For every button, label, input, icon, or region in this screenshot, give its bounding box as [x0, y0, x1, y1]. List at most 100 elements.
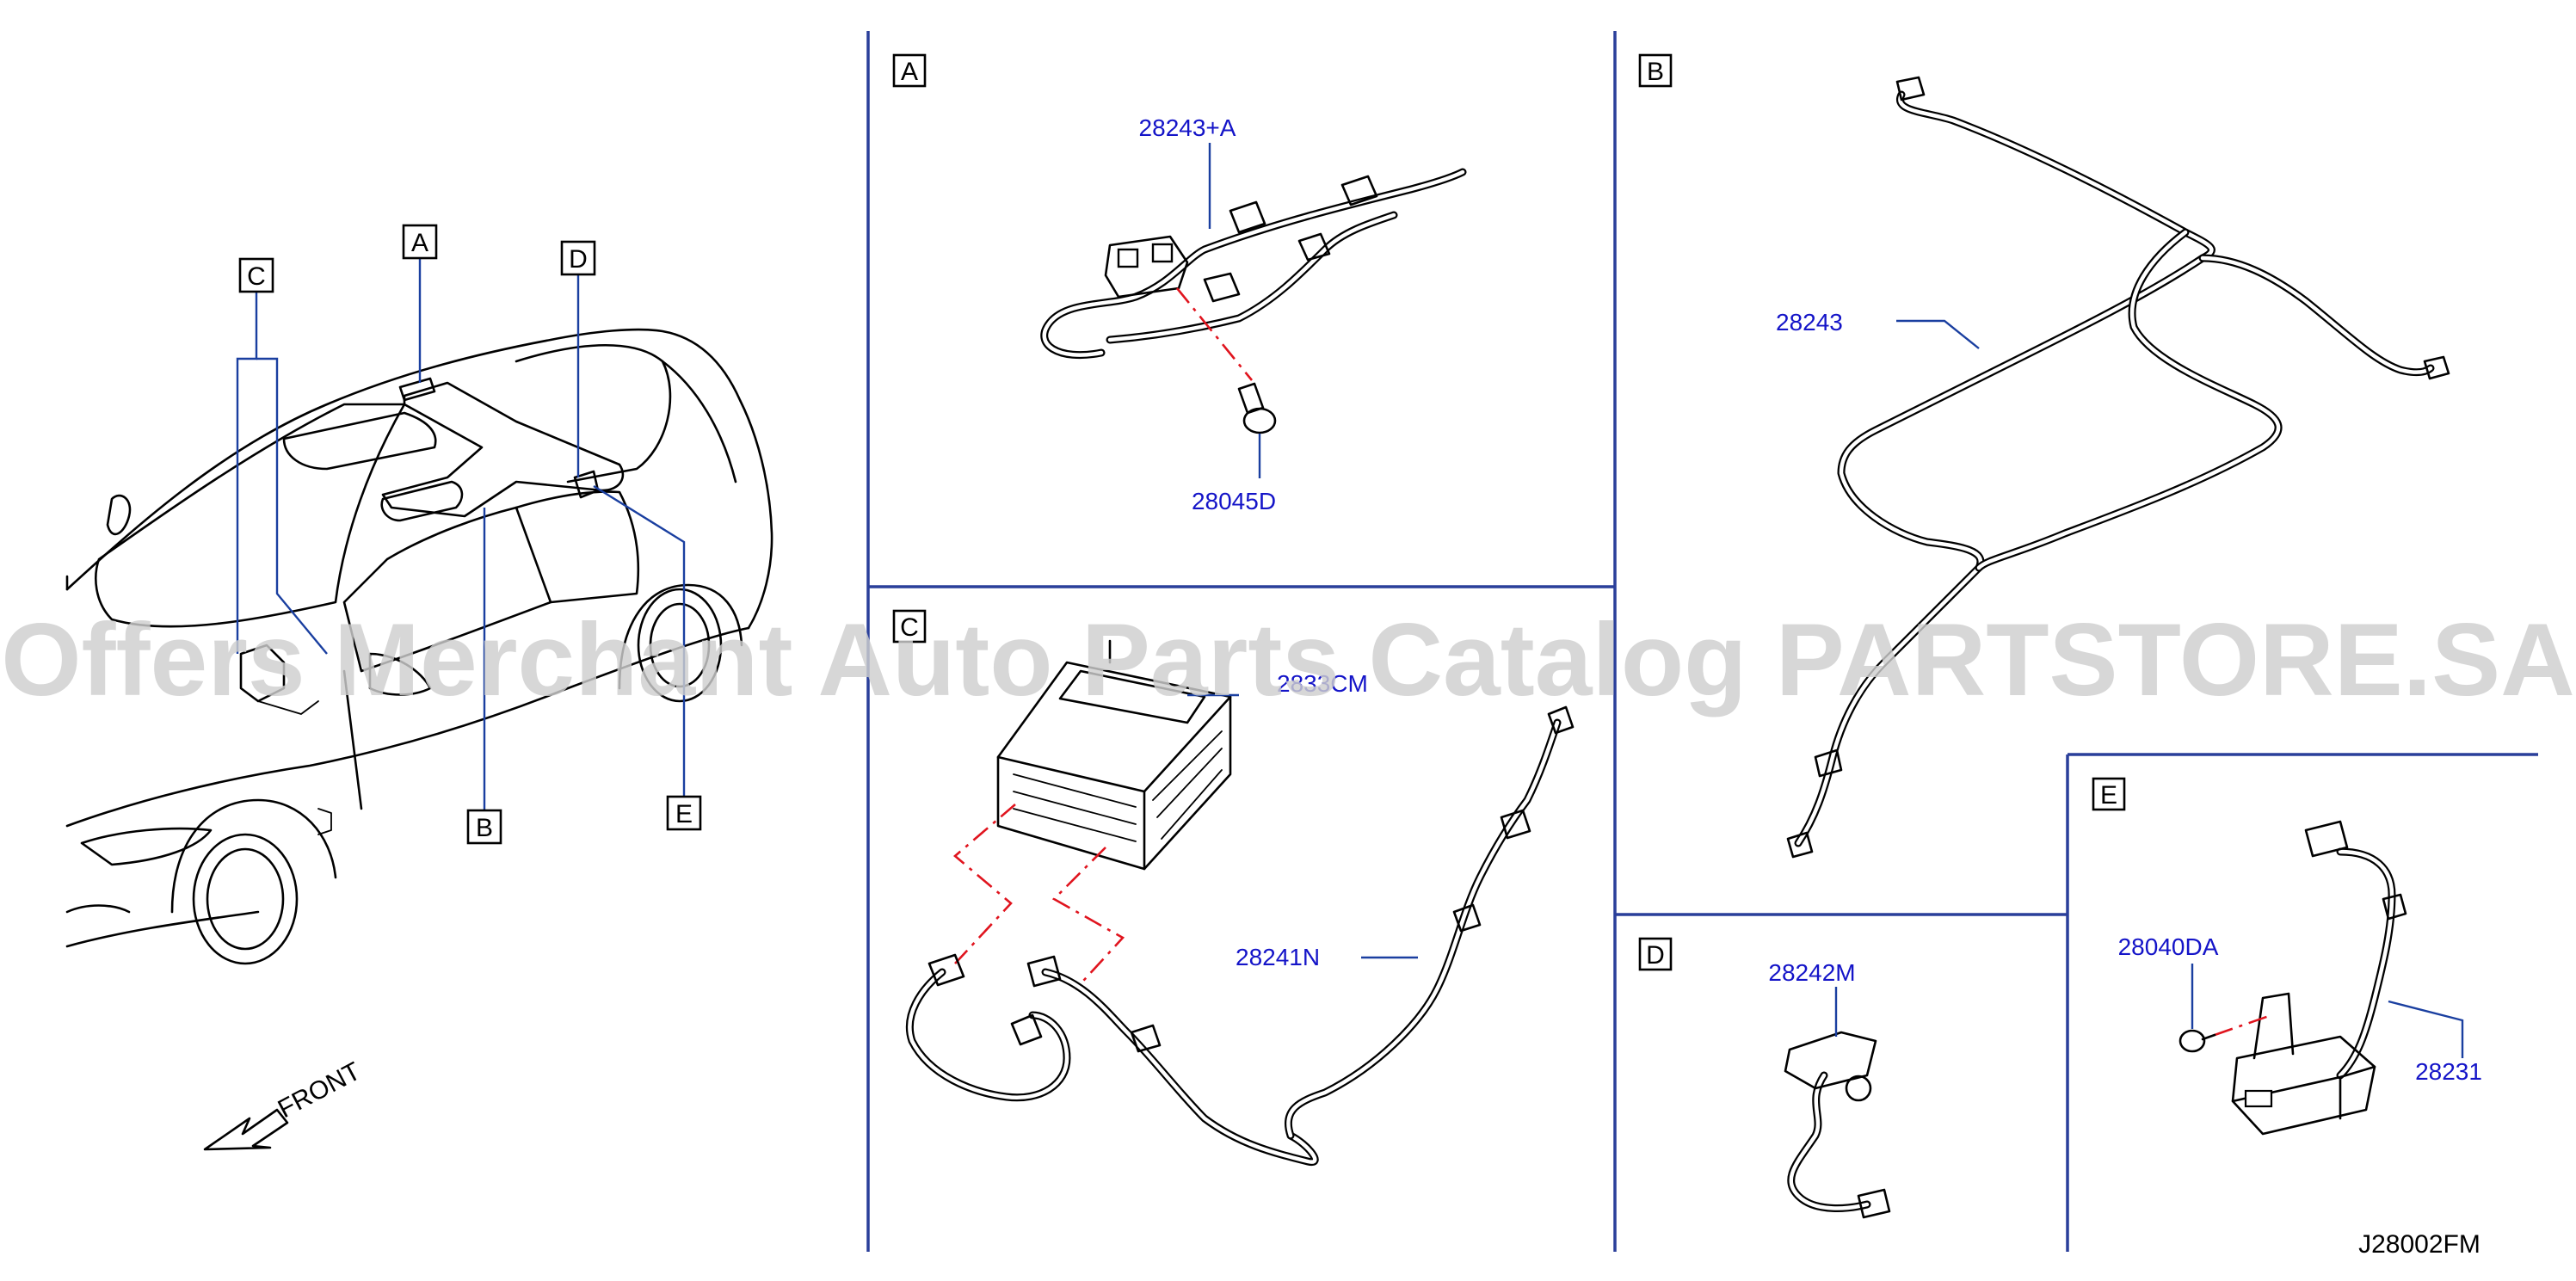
overview-box-a-letter: A [411, 229, 428, 257]
overview-box-b[interactable]: B [466, 809, 502, 845]
car-c-pillar [661, 360, 737, 483]
part-label-28040da[interactable]: 28040DA [2118, 933, 2219, 960]
overview-box-e[interactable]: E [666, 795, 702, 831]
panel-e-module [2231, 992, 2376, 1136]
car-overview [65, 328, 773, 965]
overview-box-c-letter: C [247, 262, 266, 291]
panel-a-box[interactable]: A [892, 53, 927, 88]
panel-d-harness [1787, 1071, 1871, 1212]
part-label-28243-a[interactable]: 28243+A [1139, 114, 1236, 141]
panel-c-connector-2 [1026, 955, 1062, 988]
panel-b-box[interactable]: B [1638, 53, 1673, 88]
leader-c2 [256, 357, 328, 655]
panel-dividers [866, 31, 2538, 1252]
car-roof-harness [381, 381, 625, 518]
panel-c: C [892, 609, 1575, 1167]
car-rear-wheel [637, 588, 723, 703]
leader-28231 [2388, 1000, 2464, 1058]
leader-28243 [1896, 319, 1980, 349]
car-front-arch [170, 798, 337, 914]
panel-d: D 28242M [1638, 937, 1891, 1219]
panel-c-module [996, 639, 1232, 871]
panel-e-letter: E [2100, 781, 2117, 810]
panel-e-redline [2214, 1013, 2272, 1037]
car-part-c-cable [257, 700, 319, 715]
panel-a-clip-2 [1340, 175, 1378, 206]
overview-box-a[interactable]: A [402, 224, 438, 260]
screw-icon [2179, 1029, 2216, 1053]
panel-a-connector [1104, 235, 1189, 299]
panel-a: A 28243+A 28045D [892, 53, 1467, 514]
part-label-28045d[interactable]: 28045D [1192, 488, 1276, 514]
leader-e [593, 484, 686, 797]
panel-c-clip-1 [1500, 809, 1531, 840]
car-headlamp [80, 827, 213, 866]
panel-c-harness-main [1041, 968, 1319, 1167]
car-rear-door-glass [515, 490, 640, 604]
panel-a-redline [1175, 287, 1254, 381]
panel-a-clip-3 [1297, 232, 1331, 262]
panel-a-clip-4 [1203, 272, 1241, 303]
car-fog [65, 904, 131, 914]
part-label-28231[interactable]: 28231 [2415, 1058, 2482, 1085]
panel-a-clip-1 [1229, 200, 1266, 234]
figure-code: J28002FM [2358, 1230, 2480, 1259]
overview-box-e-letter: E [675, 800, 693, 828]
panel-c-connector-3 [1010, 1013, 1043, 1046]
car-antenna-stub [106, 494, 132, 536]
panel-d-letter: D [1646, 941, 1665, 970]
panel-d-grommet [1845, 1075, 1872, 1102]
part-label-28241n[interactable]: 28241N [1236, 944, 1320, 970]
panel-c-connector-4 [1547, 705, 1575, 735]
car-part-c [239, 644, 286, 703]
panel-c-box[interactable]: C [892, 609, 927, 644]
watermark: Offers Merchant Auto Parts Catalog PARTS… [1, 602, 2575, 717]
car-door-seam [342, 669, 363, 810]
panel-b: B 28243 [1638, 53, 2450, 859]
overview-leaders [236, 259, 686, 810]
panel-e-box[interactable]: E [2092, 777, 2126, 811]
panel-e-clip [2382, 893, 2407, 921]
overview-box-d[interactable]: D [560, 240, 596, 276]
panel-b-harness [1794, 90, 2215, 847]
car-rear-window [515, 343, 672, 483]
overview-box-d-letter: D [569, 245, 588, 274]
panel-e-connector [2304, 820, 2349, 858]
panel-b-connector-2 [2423, 355, 2450, 380]
panel-c-redline-2 [1051, 847, 1125, 990]
overview-box-c[interactable]: C [238, 257, 274, 293]
panel-c-harness-left [905, 968, 1071, 1102]
car-sunroof-rear [380, 480, 464, 522]
panel-b-harness-loop [1975, 228, 2283, 572]
car-mirror [368, 652, 432, 696]
panel-b-letter: B [1647, 58, 1664, 86]
panel-c-clip-2 [1452, 903, 1482, 933]
panel-c-redline-1 [952, 804, 1016, 964]
panel-b-harness-right [2198, 254, 2435, 377]
panel-b-connector-3 [1786, 831, 1814, 859]
bolt-icon [1237, 382, 1277, 434]
front-arrow-icon [203, 1108, 289, 1151]
panel-d-connector [1857, 1188, 1891, 1219]
car-beltline [65, 626, 750, 828]
panel-b-connector-1 [1895, 76, 1926, 102]
car-door-handle [317, 808, 332, 835]
part-label-2833cm[interactable]: 2833CM [1277, 670, 1368, 697]
part-label-28243[interactable]: 28243 [1776, 309, 1843, 336]
panel-d-bracket [1784, 1031, 1877, 1090]
car-rear-wheel-inner [649, 602, 711, 688]
panel-c-letter: C [900, 613, 919, 642]
panel-c-clip-3 [1130, 1024, 1162, 1053]
front-label: FRONT [274, 1057, 366, 1124]
panel-d-box[interactable]: D [1638, 937, 1673, 971]
panel-c-harness-long [1284, 718, 1562, 1140]
overview-box-b-letter: B [476, 814, 493, 842]
panel-e: E 28040DA 28231 [2092, 777, 2482, 1136]
car-sunroof-front [282, 411, 437, 471]
part-label-28242m[interactable]: 28242M [1768, 959, 1855, 986]
leader-c1 [236, 293, 258, 654]
panel-c-connector-1 [927, 953, 965, 987]
car-windshield [95, 403, 406, 628]
car-front-wheel [192, 833, 299, 965]
